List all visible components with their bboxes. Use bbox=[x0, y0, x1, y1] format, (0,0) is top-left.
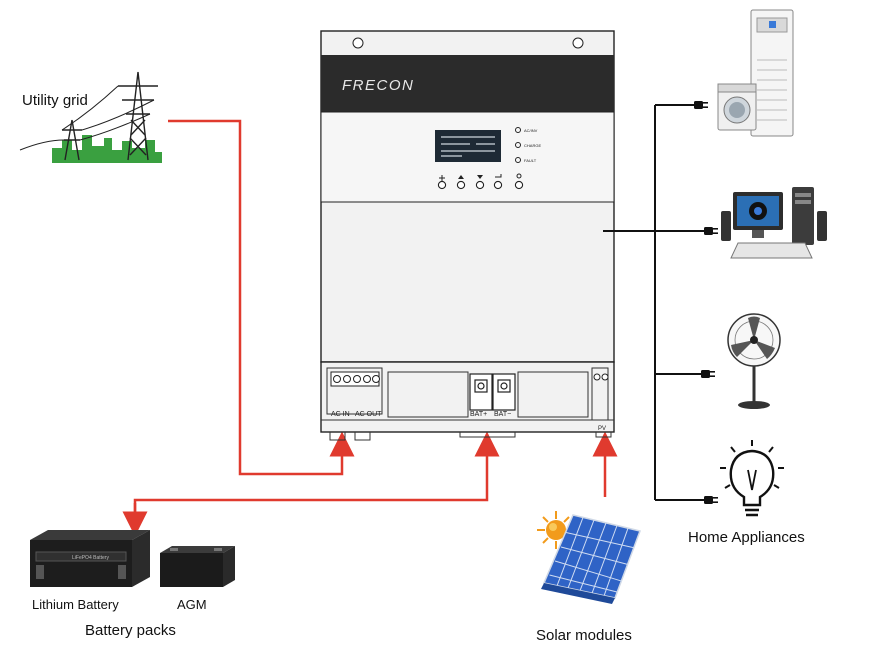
lithium-battery: LiFePO4 Battery bbox=[30, 530, 150, 587]
plug-icon bbox=[704, 496, 718, 504]
load-lines bbox=[603, 104, 705, 501]
ac-terminal-block bbox=[330, 371, 380, 387]
battery-packs-label: Battery packs bbox=[85, 622, 176, 639]
bat-minus-label: BAT− bbox=[494, 411, 511, 418]
air-conditioner-icon bbox=[750, 9, 794, 137]
solar-modules-label: Solar modules bbox=[536, 627, 632, 644]
battery-module-text: LiFePO4 Battery bbox=[72, 555, 109, 561]
lcd-display bbox=[435, 130, 501, 162]
computer-icon bbox=[721, 187, 827, 259]
utility-grid-label: Utility grid bbox=[22, 92, 88, 109]
ac-in-label: AC IN bbox=[331, 411, 350, 418]
sun-icon bbox=[537, 511, 575, 549]
power-button[interactable] bbox=[514, 180, 524, 190]
menu-button[interactable] bbox=[437, 180, 447, 190]
agm-battery bbox=[160, 546, 235, 587]
led-label-charge: CHARGE bbox=[524, 143, 541, 148]
agm-label: AGM bbox=[177, 597, 207, 612]
enter-button[interactable] bbox=[493, 180, 503, 190]
bat-plus-label: BAT+ bbox=[470, 411, 487, 418]
solar-panel bbox=[541, 514, 641, 604]
up-button[interactable] bbox=[456, 180, 466, 190]
inverter: FRECON AC/INV CHARGE FAULT bbox=[320, 30, 615, 441]
battery-to-bat-line bbox=[133, 431, 500, 519]
plug-icon bbox=[701, 370, 715, 378]
led-label-ac-inv: AC/INV bbox=[524, 128, 538, 133]
battery-terminals bbox=[469, 373, 516, 411]
led-label-fault: FAULT bbox=[524, 158, 537, 163]
down-button[interactable] bbox=[475, 180, 485, 190]
status-leds: AC/INV CHARGE FAULT bbox=[515, 127, 541, 163]
grid-to-ac-in-line bbox=[168, 119, 355, 476]
bulb-icon bbox=[720, 440, 784, 517]
pv-label: PV bbox=[598, 426, 606, 432]
lithium-battery-label: Lithium Battery bbox=[32, 597, 119, 612]
flow-lines bbox=[122, 119, 618, 537]
plug-icon bbox=[694, 101, 708, 109]
home-appliances-label: Home Appliances bbox=[688, 529, 805, 546]
panel-buttons bbox=[437, 180, 524, 190]
plug-icons bbox=[694, 101, 718, 504]
plug-icon bbox=[704, 227, 718, 235]
pv-terminals bbox=[593, 373, 609, 381]
power-tower-icon bbox=[19, 71, 162, 163]
utility-grid: Utility grid bbox=[19, 71, 162, 163]
washing-machine-icon bbox=[717, 83, 757, 131]
ac-out-label: AC OUT bbox=[355, 411, 382, 418]
fan-icon bbox=[727, 313, 781, 409]
brand-logo: FRECON bbox=[342, 77, 414, 94]
